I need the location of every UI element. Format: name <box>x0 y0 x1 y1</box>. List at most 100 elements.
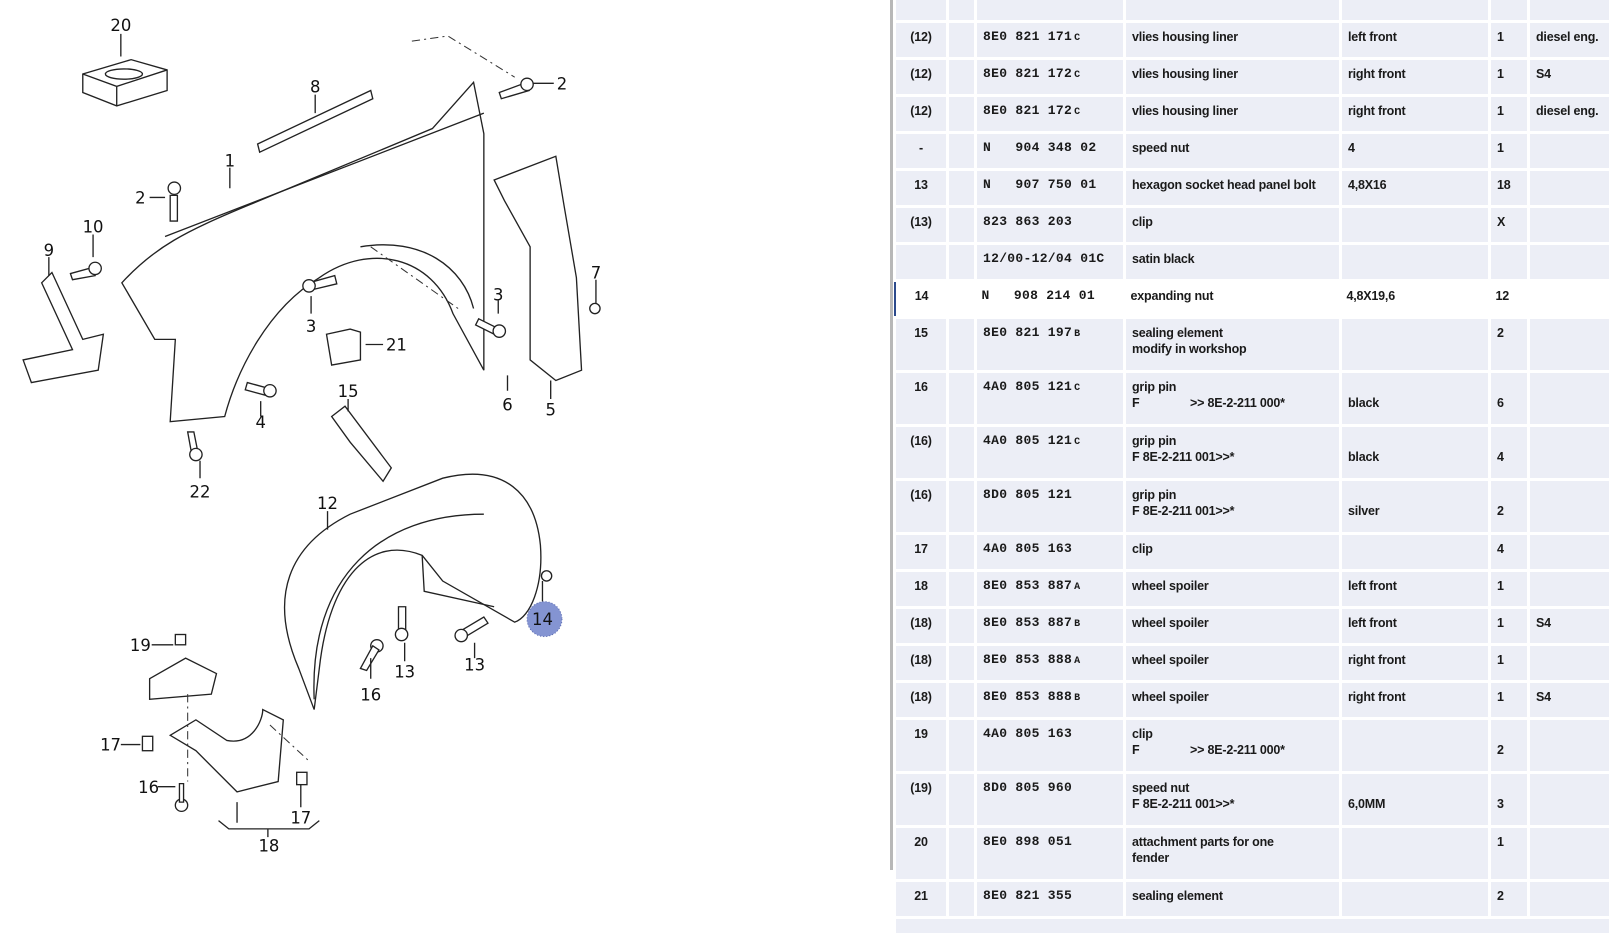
callout-13[interactable]: 13 <box>394 663 415 682</box>
remark-cell: left front <box>1339 569 1491 609</box>
callout-8[interactable]: 8 <box>310 78 320 97</box>
part-suffix: B <box>1074 693 1081 704</box>
table-row-partial[interactable] <box>893 0 1612 23</box>
model-cell <box>1527 370 1612 427</box>
callout-3[interactable]: 3 <box>306 317 316 336</box>
spacer-cell <box>946 94 977 134</box>
callout-22[interactable]: 22 <box>190 483 211 502</box>
quantity: 4 <box>1497 450 1504 464</box>
callout-4[interactable]: 4 <box>255 413 265 432</box>
quantity-cell: X <box>1488 205 1530 245</box>
description-flag: F <box>1132 396 1140 410</box>
item-number-cell: 17 <box>893 532 949 572</box>
description: grip pin <box>1132 434 1177 448</box>
callout-13[interactable]: 13 <box>464 655 485 674</box>
callout-19[interactable]: 19 <box>130 636 151 655</box>
callout-3[interactable]: 3 <box>493 285 503 304</box>
item-number-cell: 15 <box>893 316 949 373</box>
callout-15[interactable]: 15 <box>338 382 359 401</box>
callout-12[interactable]: 12 <box>317 494 338 513</box>
item-number: 13 <box>914 178 928 192</box>
callout-1[interactable]: 1 <box>225 152 235 171</box>
quantity: 2 <box>1497 326 1504 340</box>
leader-lines <box>48 33 597 838</box>
callout-21[interactable]: 21 <box>386 336 407 355</box>
quantity: 1 <box>1497 67 1504 81</box>
item-number: (18) <box>910 616 932 630</box>
quantity: 1 <box>1497 30 1504 44</box>
callout-17[interactable]: 17 <box>290 809 311 828</box>
callout-6[interactable]: 6 <box>502 395 512 414</box>
description: attachment parts for one <box>1132 835 1274 849</box>
description: wheel spoiler <box>1132 616 1209 630</box>
item-number: (16) <box>910 434 932 448</box>
item-number: - <box>919 141 923 155</box>
part-suffix: A <box>1074 656 1081 667</box>
panel-divider[interactable] <box>890 0 893 870</box>
model-cell <box>1527 168 1612 208</box>
callout-2[interactable]: 2 <box>557 74 567 93</box>
callout-14-highlight[interactable] <box>526 601 563 638</box>
remark-cell: black <box>1339 424 1491 481</box>
model-cell <box>1527 825 1612 882</box>
callout-18[interactable]: 18 <box>258 836 279 855</box>
remark-cell: left front <box>1339 20 1491 60</box>
quantity-cell: 1 <box>1488 94 1530 134</box>
description: expanding nut <box>1130 289 1214 303</box>
description: speed nut <box>1132 781 1190 795</box>
quantity-cell <box>1488 242 1530 282</box>
callout-9[interactable]: 9 <box>44 241 54 260</box>
item-number: (18) <box>910 690 932 704</box>
spacer-cell <box>946 370 977 427</box>
description: clip <box>1132 727 1153 741</box>
remark: 6,0MM <box>1348 797 1386 811</box>
callout-14[interactable]: 14 <box>532 610 553 629</box>
part-number: 8E0 898 051 <box>983 834 1073 849</box>
description-flag: F <box>1132 743 1140 757</box>
callout-20[interactable]: 20 <box>110 16 131 35</box>
part-suffix: A <box>1074 582 1081 593</box>
remark: right front <box>1348 104 1406 118</box>
part-suffix: C <box>1074 33 1081 44</box>
model-cell <box>1527 131 1612 171</box>
callout-7[interactable]: 7 <box>591 264 601 283</box>
quantity: 3 <box>1497 797 1504 811</box>
callout-16[interactable]: 16 <box>138 778 159 797</box>
part-number: 8E0 853 888 <box>983 652 1073 667</box>
part-number: N 904 348 02 <box>983 140 1097 155</box>
description-line2: >> 8E-2-211 000* <box>1190 743 1285 757</box>
callout-5[interactable]: 5 <box>545 400 555 419</box>
spacer-cell <box>946 424 977 481</box>
description-cell: sealing element <box>1123 879 1342 919</box>
callout-17[interactable]: 17 <box>100 736 121 755</box>
callout-10[interactable]: 10 <box>83 217 104 236</box>
callout-16[interactable]: 16 <box>360 685 381 704</box>
part-number: 8E0 853 887 <box>983 578 1073 593</box>
callout-2[interactable]: 2 <box>135 189 145 208</box>
remark-cell: left front <box>1339 606 1491 646</box>
